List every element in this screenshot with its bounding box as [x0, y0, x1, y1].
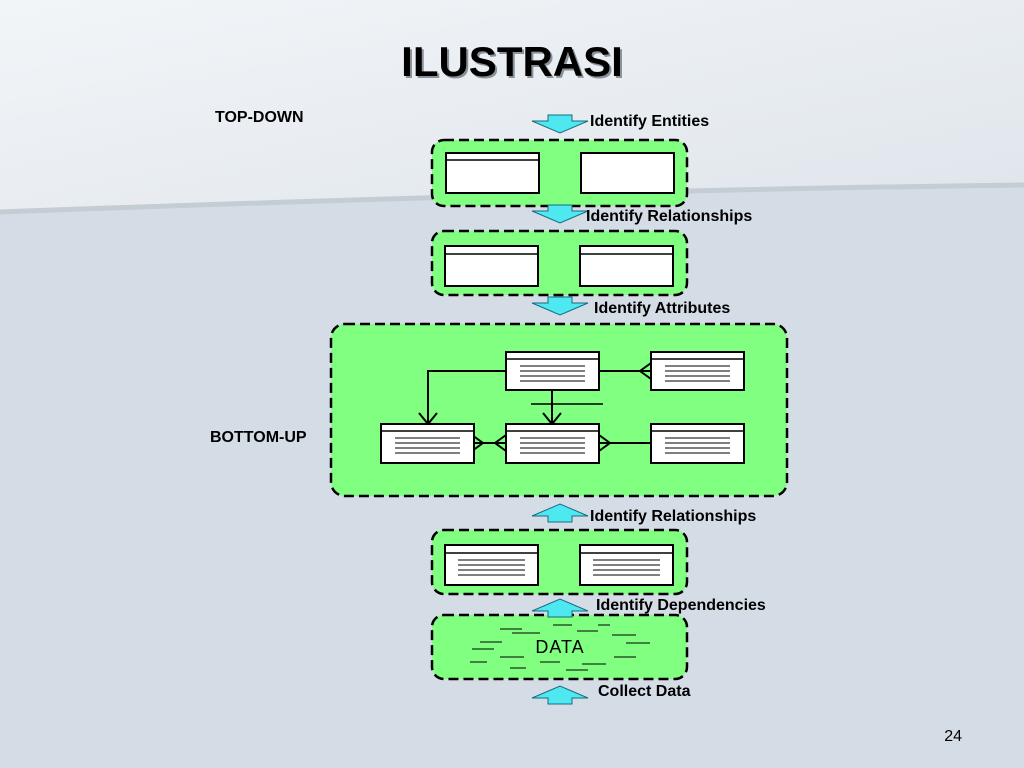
step-identify-attributes: Identify Attributes — [594, 300, 731, 317]
step-identify-dependencies: Identify Dependencies — [596, 597, 766, 614]
entity-box-with-attributes — [505, 351, 600, 391]
entity-box — [445, 152, 540, 194]
entity-box-with-attributes — [650, 351, 745, 391]
entity-box — [580, 152, 675, 194]
entity-box — [444, 245, 539, 287]
up-arrow-icon — [531, 503, 589, 523]
down-arrow-icon — [531, 204, 589, 224]
data-label: DATA — [535, 637, 584, 657]
step-identify-relationships-bottom: Identify Relationships — [590, 508, 757, 525]
step-identify-entities: Identify Entities — [590, 113, 710, 130]
page-number: 24 — [944, 728, 962, 745]
top-down-label: TOP-DOWN — [215, 109, 304, 126]
down-arrow-icon — [531, 296, 589, 316]
entity-box-with-attributes — [579, 544, 674, 586]
data-panel — [430, 613, 689, 681]
entity-box-with-attributes — [380, 423, 475, 464]
step-identify-relationships-top: Identify Relationships — [586, 208, 753, 225]
entity-box-with-attributes — [505, 423, 600, 464]
down-arrow-icon — [531, 114, 589, 134]
up-arrow-icon — [531, 685, 589, 705]
entity-box — [579, 245, 674, 287]
attributes-panel — [329, 322, 789, 498]
bottom-up-label: BOTTOM-UP — [210, 429, 307, 446]
entity-box-with-attributes — [650, 423, 745, 464]
entity-box-with-attributes — [444, 544, 539, 586]
scattered-data-lines — [470, 624, 650, 671]
step-collect-data: Collect Data — [598, 683, 691, 700]
slide-title: ILUSTRASI — [401, 38, 623, 85]
